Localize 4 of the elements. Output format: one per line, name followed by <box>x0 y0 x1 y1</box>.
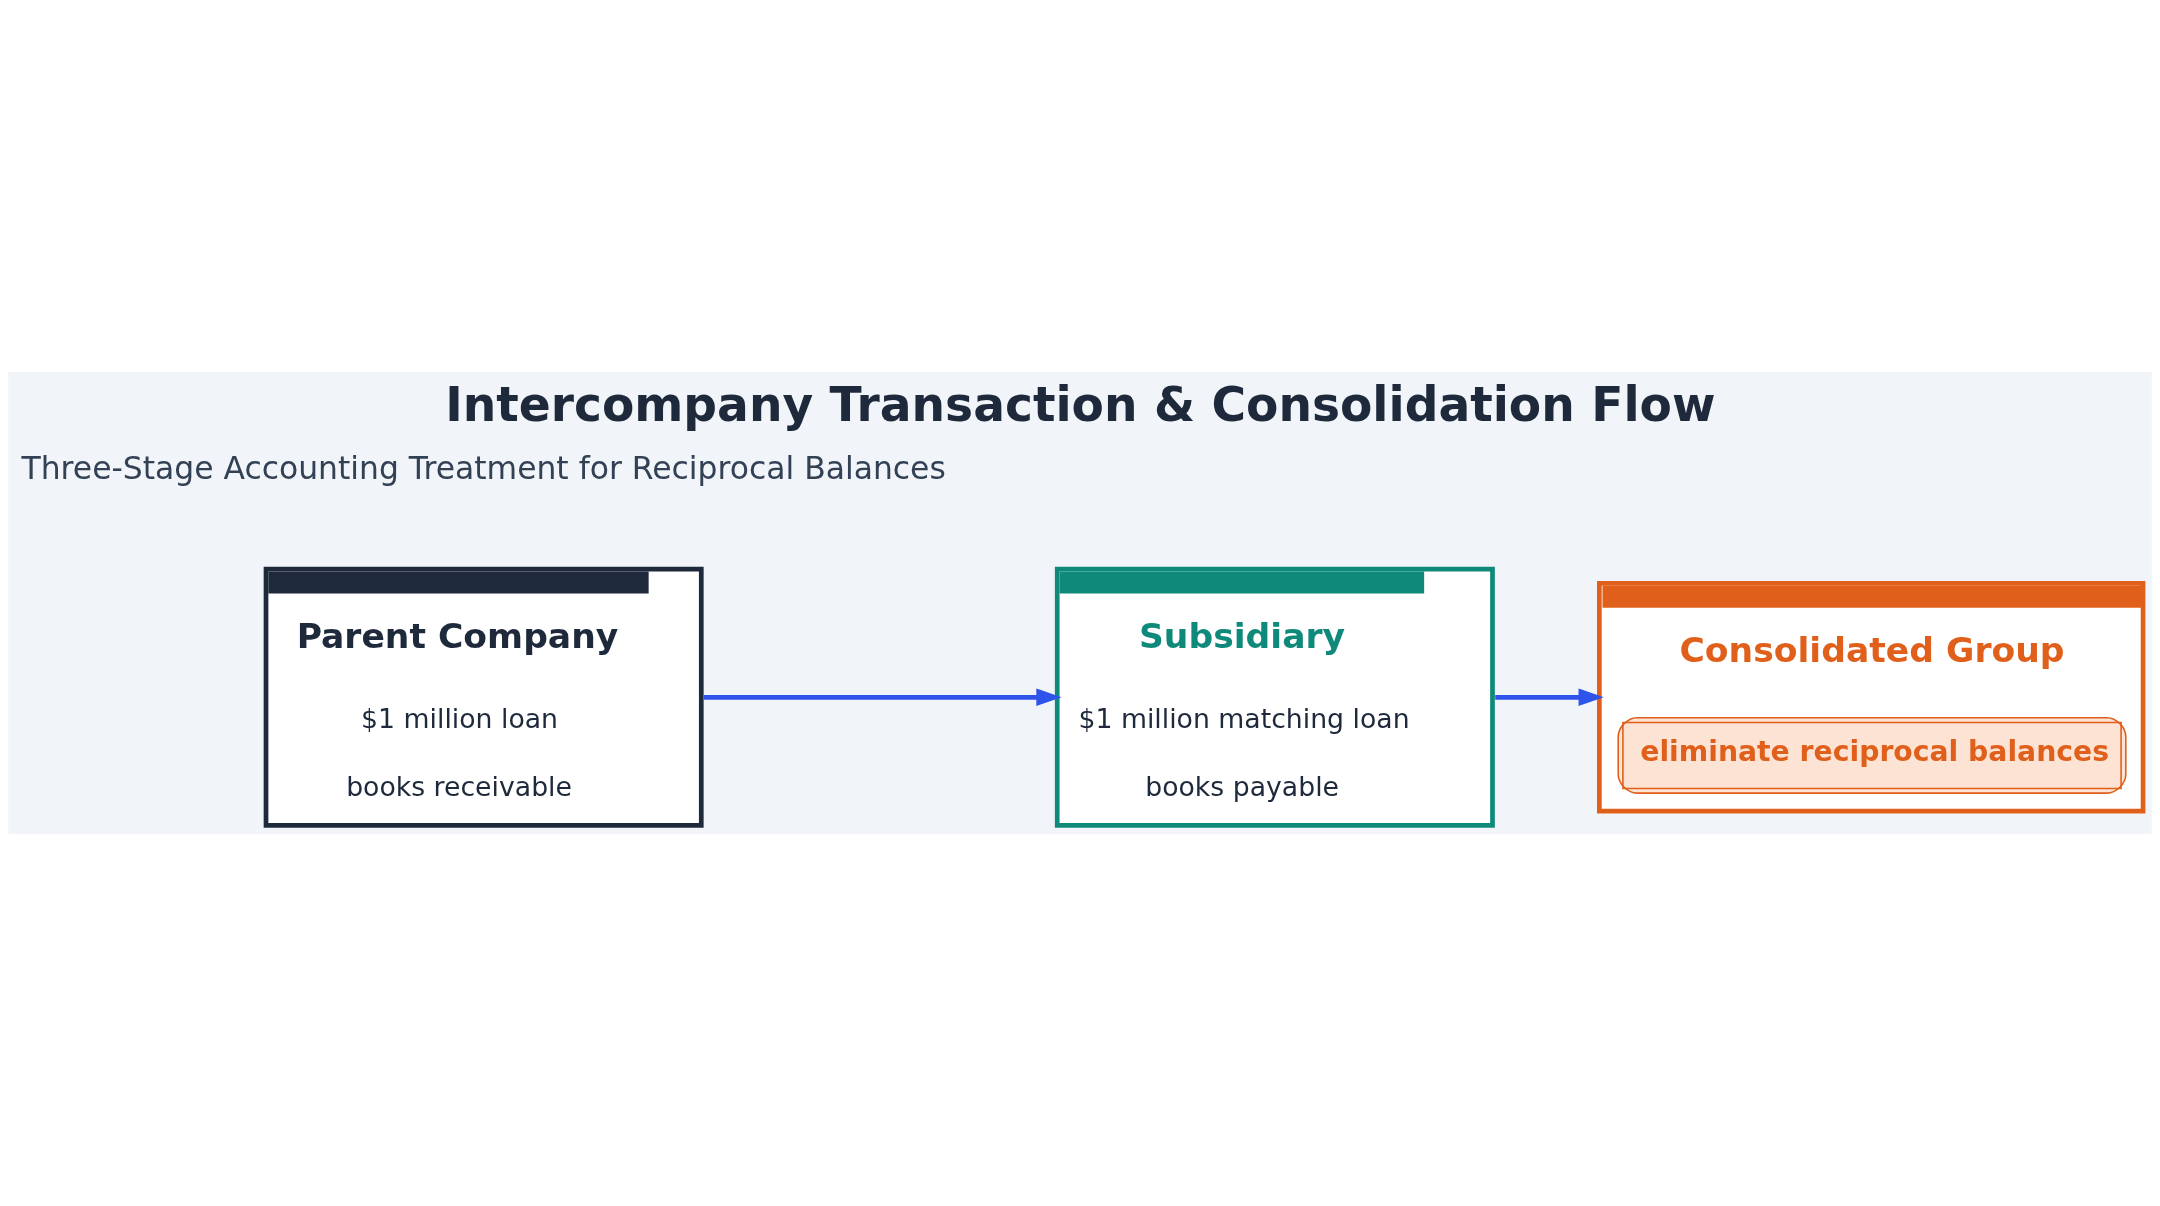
label: Three-Stage Accounting Treatment for Reciprocal Balances <box>21 449 946 486</box>
arrow <box>1495 688 1604 707</box>
diagram-title: Intercompany Transaction & Consolidation Flow <box>445 376 1716 432</box>
arrow <box>703 688 1062 707</box>
